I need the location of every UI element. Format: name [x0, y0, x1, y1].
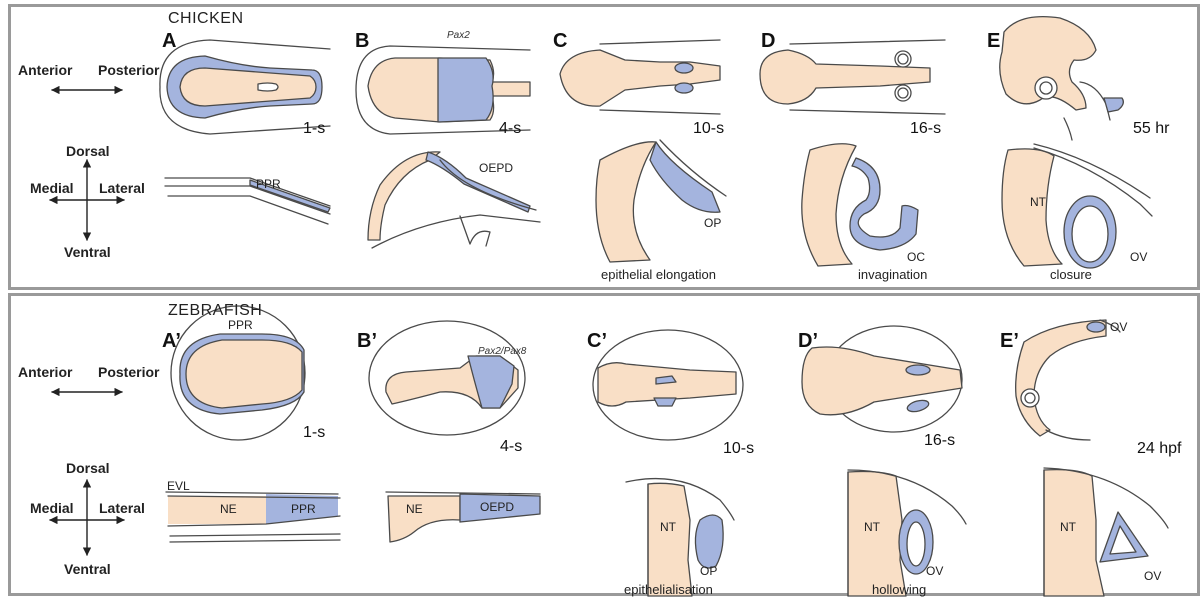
gene-label-pax2: Pax2: [447, 30, 470, 41]
zebrafish-posterior-label: Posterior: [98, 364, 159, 380]
chicken-section-b: [368, 152, 540, 248]
chicken-embryo-e: [1000, 17, 1124, 140]
nt-label-d-prime: NT: [864, 520, 880, 534]
panel-letter-a: A: [162, 30, 176, 53]
zebrafish-ventral-label: Ventral: [64, 561, 111, 577]
ppr-label-a: PPR: [256, 177, 281, 191]
panel-letter-b-prime: B’: [357, 330, 377, 353]
ov-label-e-prime: OV: [1144, 569, 1161, 583]
ne-label-a-prime: NE: [220, 502, 237, 516]
op-label-c-prime: OP: [700, 564, 717, 578]
chicken-section-d: [802, 144, 918, 266]
ppr-label-a-prime: PPR: [291, 502, 316, 516]
caption-epithelialisation: epithelialisation: [624, 582, 713, 597]
ppr-top-label-a-prime: PPR: [228, 318, 253, 332]
chicken-section-a: [165, 178, 330, 224]
stage-label-e: 55 hr: [1133, 120, 1169, 138]
oc-label-d: OC: [907, 250, 925, 264]
zebrafish-section-b-prime: [386, 492, 540, 542]
zebrafish-lateral-label: Lateral: [99, 500, 145, 516]
dv-ml-axis-arrows-chicken: [50, 160, 124, 240]
oepd-label-b: OEPD: [479, 161, 513, 175]
panel-letter-c: C: [553, 30, 567, 53]
ov-label-e: OV: [1130, 250, 1147, 264]
chicken-posterior-label: Posterior: [98, 62, 159, 78]
panel-letter-e: E: [987, 30, 1000, 53]
panel-letter-c-prime: C’: [587, 330, 607, 353]
caption-epithelial-elongation: epithelial elongation: [601, 267, 716, 282]
chicken-embryo-c: [560, 40, 720, 114]
zebrafish-anterior-label: Anterior: [18, 364, 72, 380]
chicken-lateral-label: Lateral: [99, 180, 145, 196]
evl-label-a-prime: EVL: [167, 479, 190, 493]
chicken-ventral-label: Ventral: [64, 244, 111, 260]
oepd-label-b-prime: OEPD: [480, 500, 514, 514]
chicken-dorsal-label: Dorsal: [66, 143, 110, 159]
chicken-section-title: CHICKEN: [168, 10, 244, 28]
ne-label-b-prime: NE: [406, 502, 423, 516]
chicken-medial-label: Medial: [30, 180, 74, 196]
chicken-anterior-label: Anterior: [18, 62, 72, 78]
caption-closure: closure: [1050, 267, 1092, 282]
zebrafish-embryo-b-prime: [369, 321, 525, 435]
chicken-section-c: [596, 140, 726, 262]
stage-label-d-prime: 16-s: [924, 432, 955, 450]
ov-label-d-prime: OV: [926, 564, 943, 578]
zebrafish-embryo-e-prime: [1016, 320, 1120, 440]
stage-label-c: 10-s: [693, 120, 724, 138]
gene-label-pax2-pax8: Pax2/Pax8: [478, 346, 526, 357]
stage-label-e-prime: 24 hpf: [1137, 440, 1181, 458]
zebrafish-medial-label: Medial: [30, 500, 74, 516]
panel-letter-a-prime: A’: [162, 330, 181, 353]
caption-invagination: invagination: [858, 267, 927, 282]
zebrafish-section-a-prime: [166, 492, 340, 542]
zebrafish-embryo-d-prime: [802, 326, 962, 432]
panel-letter-b: B: [355, 30, 369, 53]
stage-label-a-prime: 1-s: [303, 424, 325, 442]
zebrafish-embryo-c-prime: [593, 330, 743, 440]
panel-letter-d: D: [761, 30, 775, 53]
ov-top-label-e-prime: OV: [1110, 320, 1127, 334]
stage-label-b: 4-s: [499, 120, 521, 138]
chicken-embryo-d: [760, 40, 945, 114]
zebrafish-section-c-prime: [626, 479, 734, 596]
nt-label-c-prime: NT: [660, 520, 676, 534]
nt-label-e-prime: NT: [1060, 520, 1076, 534]
dv-ml-axis-arrows-zebrafish: [50, 480, 124, 555]
stage-label-d: 16-s: [910, 120, 941, 138]
stage-label-a: 1-s: [303, 120, 325, 138]
stage-label-c-prime: 10-s: [723, 440, 754, 458]
stage-label-b-prime: 4-s: [500, 438, 522, 456]
zebrafish-dorsal-label: Dorsal: [66, 460, 110, 476]
panel-letter-d-prime: D’: [798, 330, 818, 353]
op-label-c: OP: [704, 216, 721, 230]
caption-hollowing: hollowing: [872, 582, 926, 597]
nt-label-e: NT: [1030, 195, 1046, 209]
panel-letter-e-prime: E’: [1000, 330, 1019, 353]
